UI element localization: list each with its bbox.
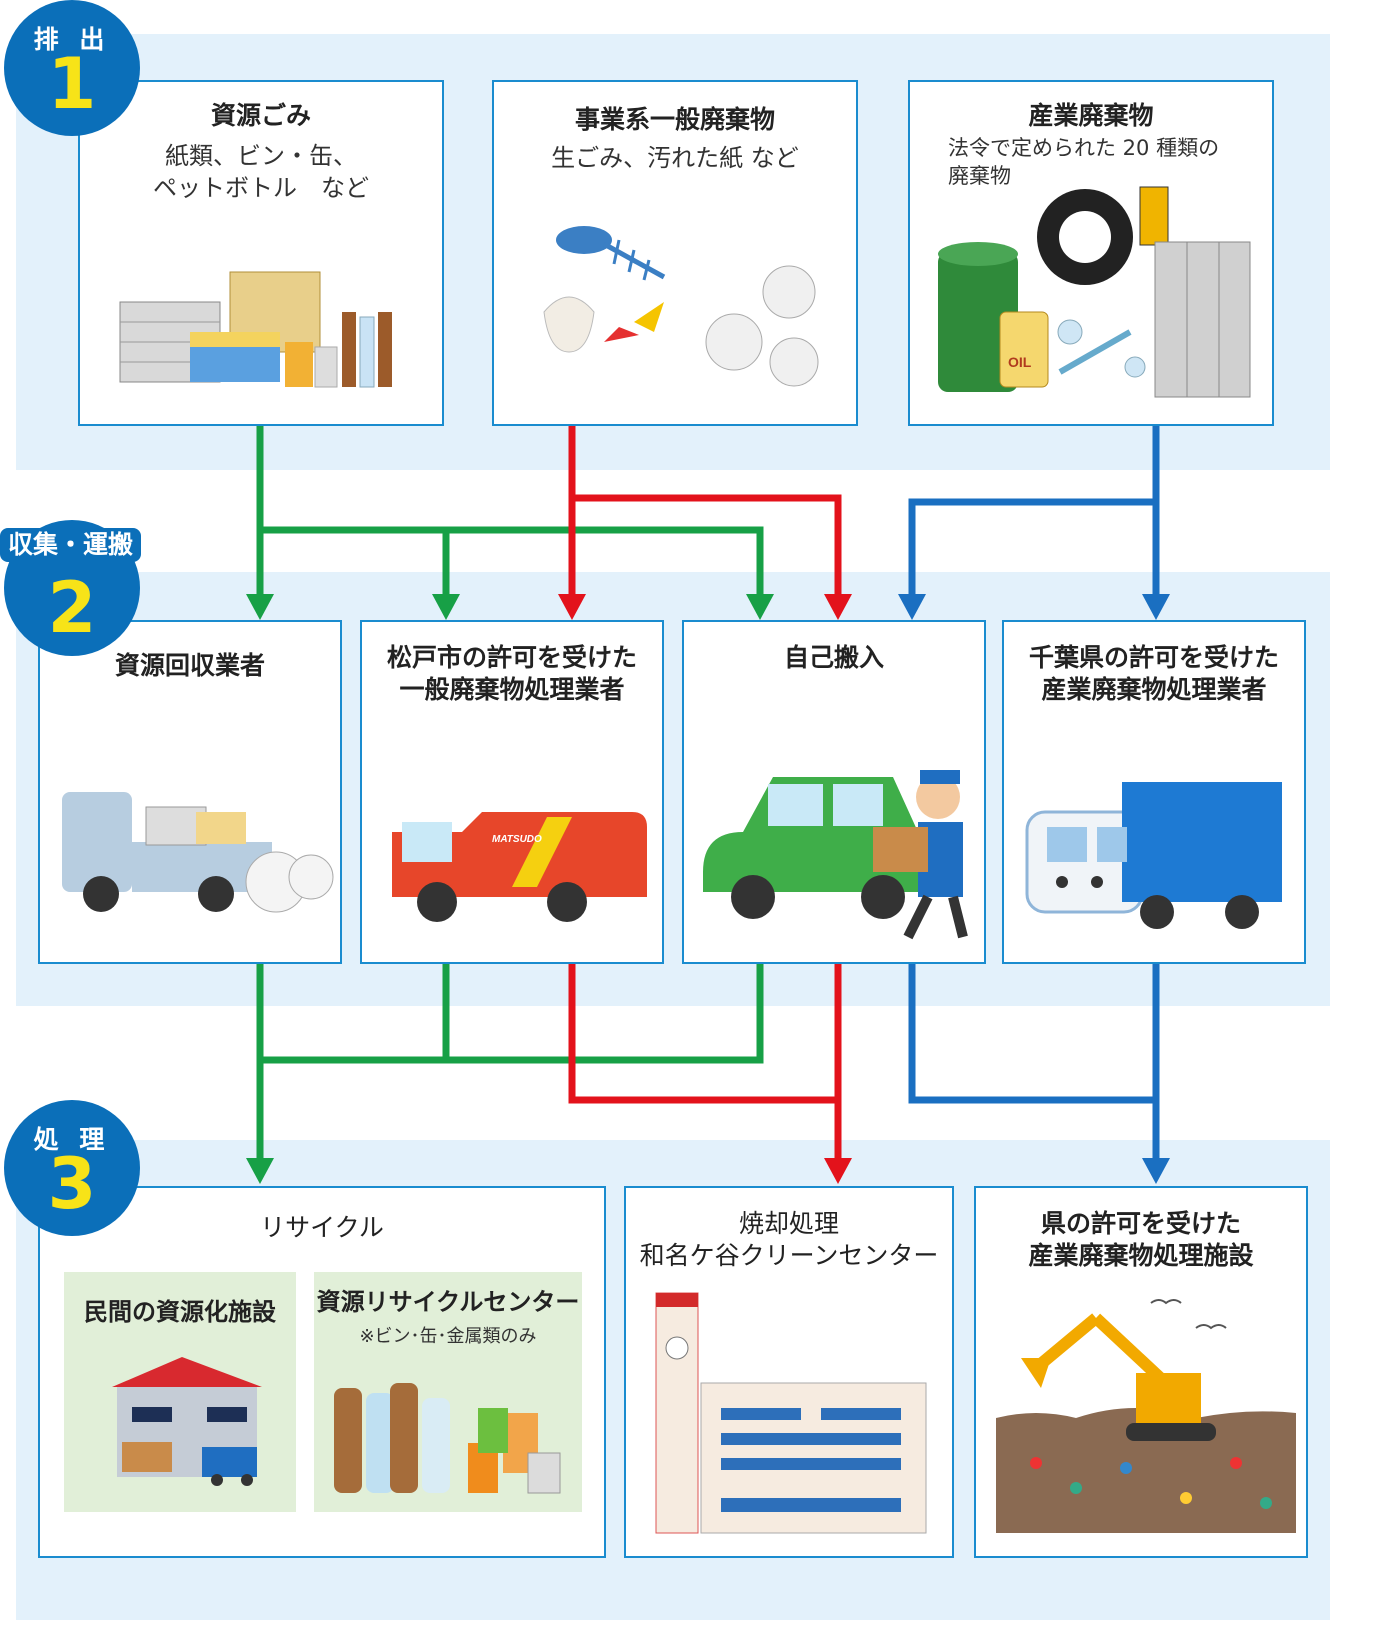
landfill-excavator-illustration [996,1299,1296,1533]
emission-title: 資源ごみ [210,101,311,130]
stage-number: 2 [47,567,97,649]
green-arrowhead [246,1158,274,1184]
self-delivery-illustration [703,770,968,940]
recycle-center-note: ※ビン･缶･金属類のみ [359,1326,537,1347]
private-facility-panel: 民間の資源化施設 [64,1272,296,1512]
blue-arrowhead [1142,1158,1170,1184]
industrial-facility-title: 県の許可を受けた 産業廃棄物処理施設 [1028,1209,1254,1270]
industrial-waste-illustration: OIL [938,186,1251,398]
red-arrowhead [824,1158,852,1184]
green-arrowhead [432,594,460,620]
emission-desc: 紙類、ビン・缶、 ペットボトル など [153,142,369,202]
blue-flow-1 [908,426,1160,600]
food-waste-illustration [543,226,819,387]
emission-box-resource: 資源ごみ 紙類、ビン・缶、 ペットボトル など [78,80,444,426]
stage-label: 排 出 [33,25,111,54]
emission-box-industrial: 産業廃棄物 法令で定められた 20 種類の 廃棄物 OIL [908,80,1274,426]
recycle-title: リサイクル [260,1213,384,1242]
bottles-cans-illustration [334,1383,561,1494]
collector-box-resource: 資源回収業者 [38,620,342,964]
red-arrowhead [558,594,586,620]
stage-3-badge: 処 理 3 [4,1100,140,1236]
private-facility-title: 民間の資源化施設 [84,1298,276,1326]
collector-box-prefecture: 千葉県の許可を受けた 産業廃棄物処理業者 [1002,620,1306,964]
stage-2-label: 収集・運搬 [0,528,142,562]
blue-arrowhead [1142,594,1170,620]
incineration-title: 焼却処理 和名ケ谷クリーンセンター [639,1209,939,1270]
processing-box-industrial: 県の許可を受けた 産業廃棄物処理施設 [974,1186,1308,1558]
emission-title: 産業廃棄物 [1028,101,1154,130]
recycle-center-title: 資源リサイクルセンター [316,1288,580,1316]
blue-arrowhead [898,594,926,620]
recycle-center-panel: 資源リサイクルセンター ※ビン･缶･金属類のみ [314,1272,582,1512]
red-flow-2 [568,964,842,1165]
collector-box-self: 自己搬入 [682,620,986,964]
stage-1-badge: 排 出 1 [4,0,140,136]
garbage-truck-illustration: MATSUDO [392,812,647,922]
blue-flow-2 [908,964,1160,1165]
processing-box-recycle: リサイクル 民間の資源化施設 資源リサイクルセンター ※ビン･缶･金属類のみ [38,1186,606,1558]
oil-label: OIL [1008,354,1032,370]
incinerator-building-illustration [655,1292,927,1534]
green-flow-1 [256,426,764,600]
pickup-truck-illustration [62,792,334,913]
recyclables-illustration [119,271,392,388]
emission-title: 事業系一般廃棄物 [574,105,775,134]
stage-label: 処 理 [33,1125,111,1154]
emission-desc: 生ごみ、汚れた紙 など [551,144,799,172]
collector-box-municipal: 松戸市の許可を受けた 一般廃棄物処理業者 MATSUDO [360,620,664,964]
collector-title: 資源回収業者 [114,651,265,680]
collector-title: 松戸市の許可を受けた 一般廃棄物処理業者 [386,643,637,704]
blue-truck-illustration [1025,782,1282,929]
stage-number: 1 [47,43,97,125]
green-arrowhead [746,594,774,620]
red-arrowhead [824,594,852,620]
warehouse-illustration [112,1357,262,1486]
red-flow-1 [568,426,842,600]
green-arrowhead [246,594,274,620]
collector-title: 自己搬入 [783,643,884,672]
emission-box-business: 事業系一般廃棄物 生ごみ、汚れた紙 など [492,80,858,426]
stage-number: 3 [47,1143,97,1225]
truck-logo: MATSUDO [492,834,542,845]
collector-title: 千葉県の許可を受けた 産業廃棄物処理業者 [1028,643,1279,704]
processing-box-incineration: 焼却処理 和名ケ谷クリーンセンター [624,1186,954,1558]
emission-desc: 法令で定められた 20 種類の 廃棄物 [948,136,1220,188]
green-flow-2 [256,964,764,1165]
